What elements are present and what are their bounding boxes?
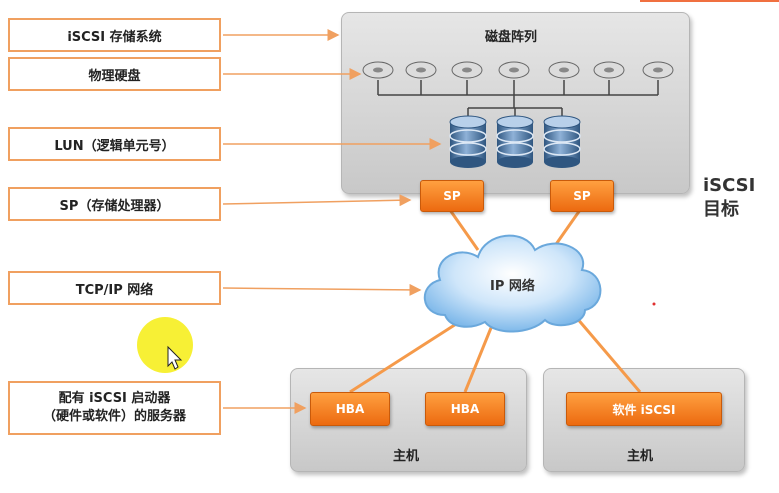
host1-label: 主机 [393,449,420,464]
target-line1: iSCSI [703,175,756,196]
hard-disk-icon [548,61,580,79]
physical-disks [362,61,674,79]
label-tcpip-text: TCP/IP 网络 [75,282,154,298]
link-sp1-cloud [448,209,480,251]
hba-button-2[interactable]: HBA [425,392,505,426]
target-line2: 目标 [703,199,739,220]
cursor-highlight [137,317,193,373]
software-iscsi-button[interactable]: 软件 iSCSI [566,392,722,426]
arrow-tcpip [222,283,422,296]
database-icon [449,115,487,168]
hard-disk-icon [593,61,625,79]
label-server-line1: 配有 iSCSI 启动器 [58,391,171,406]
disk-tree-lines [377,80,659,122]
disk-array-title: 磁盘阵列 [485,30,538,45]
hard-disk-icon [362,61,394,79]
iscsi-target-label: iSCSI 目标 [703,174,755,222]
label-lun-text: LUN（逻辑单元号） [54,138,175,154]
hard-disk-icon [451,61,483,79]
hard-disk-icon [642,61,674,79]
label-iscsi-storage: iSCSI 存储系统 [8,18,221,52]
database-icon [496,115,534,168]
label-arrows [222,29,442,414]
hard-disk-icon [498,61,530,79]
link-cloud-hba2 [463,317,497,393]
label-physical-disks-text: 物理硬盘 [88,68,141,84]
label-server: 配有 iSCSI 启动器 （硬件或软件）的服务器 [8,381,221,435]
label-lun: LUN（逻辑单元号） [8,127,221,161]
label-tcpip: TCP/IP 网络 [8,271,221,305]
hba-button-1[interactable]: HBA [310,392,390,426]
label-sp: SP（存储处理器） [8,187,221,221]
database-icon [543,115,581,168]
lun-stacks [449,115,581,168]
sp-button-2[interactable]: SP [550,180,614,212]
hard-disk-icon [405,61,437,79]
mouse-pointer-icon [167,345,183,370]
label-physical-disks: 物理硬盘 [8,57,221,91]
sp-button-1[interactable]: SP [420,180,484,212]
host2-label: 主机 [627,449,654,464]
cloud-label: IP 网络 [490,279,535,294]
red-dot-marker [652,302,656,306]
arrow-sp [222,194,412,207]
link-cloud-software [568,309,642,393]
label-iscsi-storage-text: iSCSI 存储系统 [67,29,162,45]
label-server-line2: （硬件或软件）的服务器 [42,409,186,424]
top-accent-bar [640,0,779,2]
label-sp-text: SP（存储处理器） [59,198,170,214]
cloud-icon [423,234,602,333]
